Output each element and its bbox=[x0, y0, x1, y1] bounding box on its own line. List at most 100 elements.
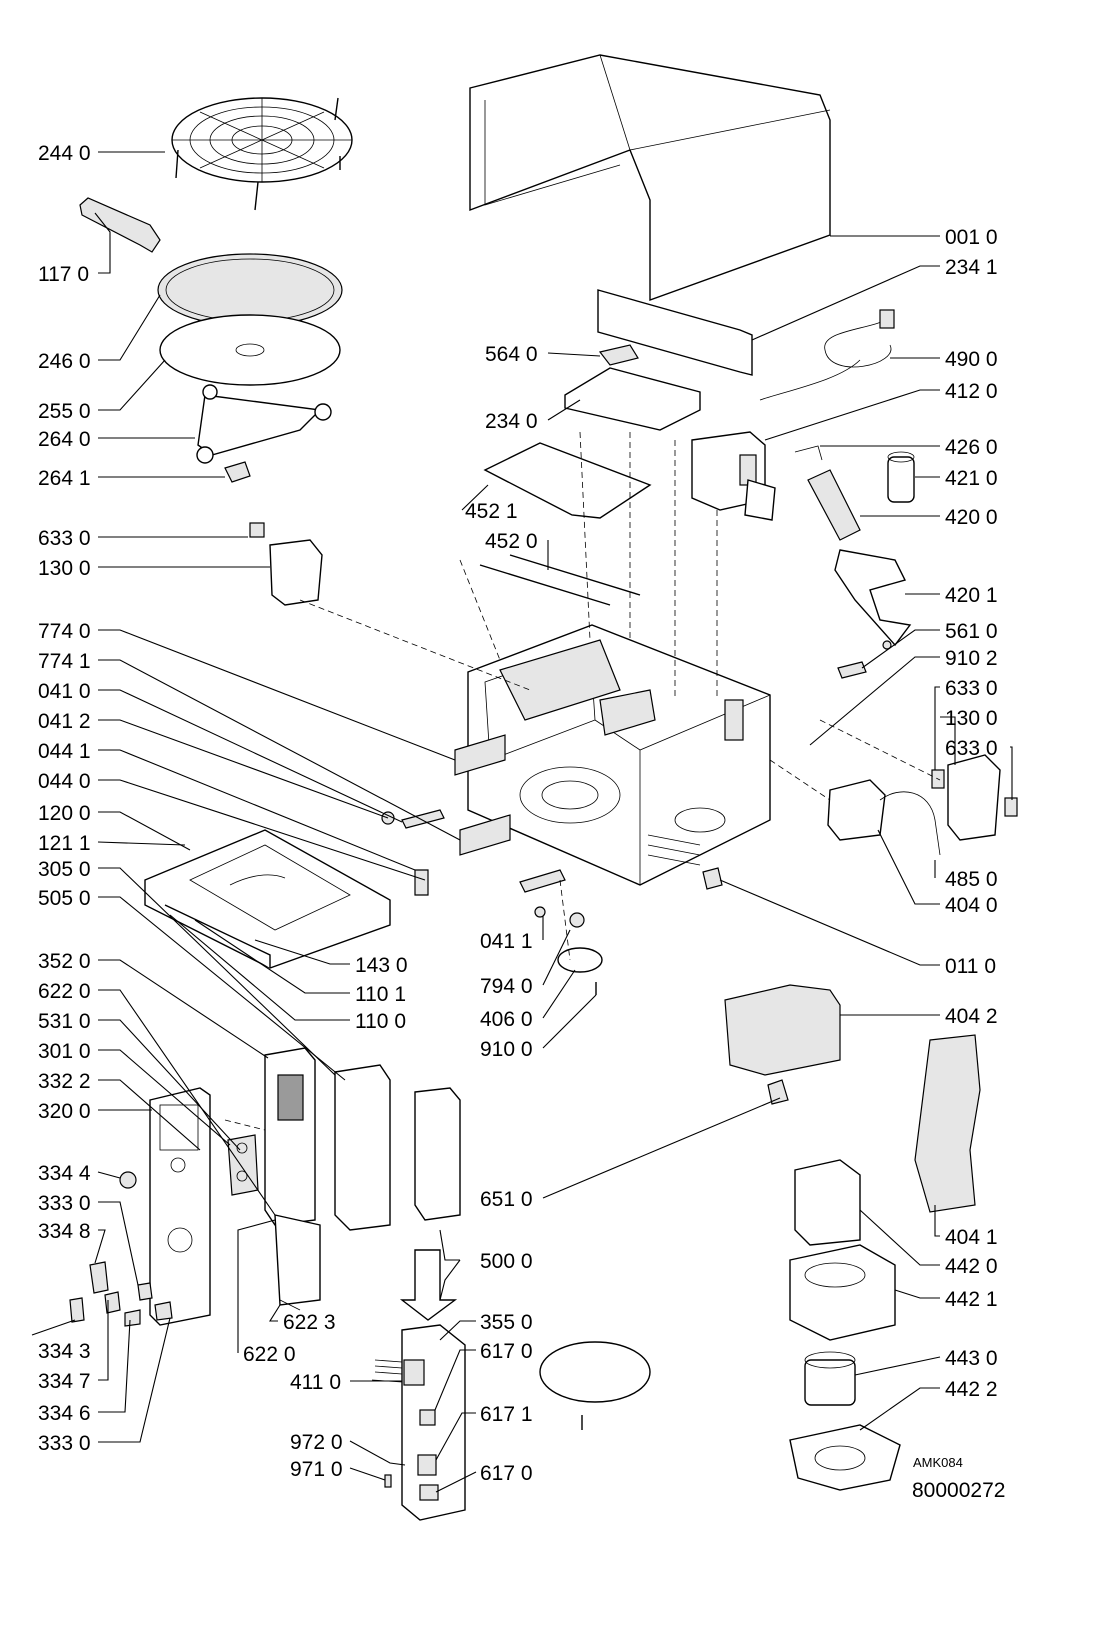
part-label: 485 0 bbox=[945, 868, 998, 891]
part-label: 421 0 bbox=[945, 467, 998, 490]
drawing-number: 80000272 bbox=[912, 1479, 1005, 1502]
clip-561-drawing bbox=[837, 661, 867, 679]
part-label: 910 2 bbox=[945, 647, 998, 670]
hv-diode-drawing bbox=[807, 469, 861, 541]
part-label: 617 0 bbox=[480, 1340, 533, 1363]
turntable-motor-drawing bbox=[557, 947, 603, 973]
thermostat-drawing bbox=[827, 779, 941, 856]
part-label: 355 0 bbox=[480, 1311, 533, 1334]
part-label: 452 0 bbox=[485, 530, 538, 553]
foot-drawing bbox=[702, 867, 723, 890]
part-label: 651 0 bbox=[480, 1188, 533, 1211]
part-label: 971 0 bbox=[290, 1458, 343, 1481]
part-label: 234 0 bbox=[485, 410, 538, 433]
part-label: 622 3 bbox=[283, 1311, 336, 1334]
part-label: 121 1 bbox=[38, 832, 91, 855]
part-label: 531 0 bbox=[38, 1010, 91, 1033]
part-label: 044 1 bbox=[38, 740, 91, 763]
part-label: 041 0 bbox=[38, 680, 91, 703]
part-label: 143 0 bbox=[355, 954, 408, 977]
capacitor-bracket-drawing bbox=[834, 549, 912, 647]
part-label: 910 0 bbox=[480, 1038, 533, 1061]
part-label: 452 1 bbox=[465, 500, 518, 523]
clip-564-drawing bbox=[598, 344, 639, 366]
part-label: 622 0 bbox=[38, 980, 91, 1003]
panel-frame-drawing bbox=[334, 1064, 391, 1231]
part-label: 442 2 bbox=[945, 1378, 998, 1401]
part-label: 411 0 bbox=[290, 1371, 341, 1394]
turntable-plate-drawing bbox=[159, 314, 341, 386]
part-label: 044 0 bbox=[38, 770, 91, 793]
dish-handle-drawing bbox=[79, 197, 161, 253]
keypad-drawing bbox=[227, 1134, 259, 1196]
thermal-fuse-drawing bbox=[794, 445, 823, 461]
part-label: 334 4 bbox=[38, 1162, 91, 1185]
part-label: 505 0 bbox=[38, 887, 91, 910]
part-label: 774 0 bbox=[38, 620, 91, 643]
part-label: 041 1 bbox=[480, 930, 533, 953]
part-label: 442 0 bbox=[945, 1255, 998, 1278]
part-label: 120 0 bbox=[38, 802, 91, 825]
part-label: 255 0 bbox=[38, 400, 91, 423]
part-label: 305 0 bbox=[38, 858, 91, 881]
grill-elements-drawing bbox=[479, 554, 641, 606]
part-label: 404 2 bbox=[945, 1005, 998, 1028]
part-label: 972 0 bbox=[290, 1431, 343, 1454]
part-label: 352 0 bbox=[38, 950, 91, 973]
knob-334-4-drawing bbox=[119, 1171, 137, 1189]
part-label: 406 0 bbox=[480, 1008, 533, 1031]
capacitor-drawing bbox=[887, 451, 915, 503]
screw-041-1-drawing bbox=[534, 906, 546, 918]
part-label: 617 0 bbox=[480, 1462, 533, 1485]
part-label: 420 0 bbox=[945, 506, 998, 529]
part-label: 622 0 bbox=[243, 1343, 296, 1366]
assembly-arrow-drawing bbox=[399, 1249, 458, 1321]
drive-coupler-drawing bbox=[224, 461, 251, 483]
door-switch-left-drawing bbox=[249, 522, 323, 606]
drawing-code: AMK084 bbox=[913, 1455, 963, 1470]
part-label: 426 0 bbox=[945, 436, 998, 459]
part-label: 404 0 bbox=[945, 894, 998, 917]
part-label: 130 0 bbox=[38, 557, 91, 580]
assembly-guides bbox=[224, 431, 941, 1131]
part-label: 117 0 bbox=[38, 263, 89, 286]
part-label: 334 3 bbox=[38, 1340, 91, 1363]
bottom-cover-drawing bbox=[539, 1341, 651, 1403]
fan-base-drawing bbox=[789, 1424, 901, 1491]
main-board-drawing bbox=[414, 1087, 461, 1221]
part-label: 617 1 bbox=[480, 1403, 533, 1426]
air-duct-drawing bbox=[724, 984, 841, 1076]
part-label: 041 2 bbox=[38, 710, 91, 733]
bracket-041-1-drawing bbox=[519, 869, 566, 893]
button-333-0-drawing bbox=[137, 1282, 153, 1301]
part-label: 301 0 bbox=[38, 1040, 91, 1063]
waveguide-cover-drawing bbox=[564, 367, 701, 431]
fan-housing-drawing bbox=[789, 1244, 896, 1341]
door-lever-drawing bbox=[401, 809, 445, 829]
outer-cabinet-drawing bbox=[469, 54, 831, 301]
part-label: 246 0 bbox=[38, 350, 91, 373]
latch-044-drawing bbox=[414, 869, 429, 896]
control-panel-drawing bbox=[149, 1087, 211, 1326]
part-labels: 244 0 117 0 246 0 255 0 264 0 264 1 633 … bbox=[38, 142, 998, 1485]
power-board-drawing bbox=[371, 1324, 466, 1521]
part-label: 420 1 bbox=[945, 584, 998, 607]
fan-wheel-drawing bbox=[804, 1351, 856, 1406]
part-label: 130 0 bbox=[945, 707, 998, 730]
transformer-drawing bbox=[691, 431, 776, 521]
door-switch-right-drawing bbox=[931, 754, 1018, 841]
part-label: 244 0 bbox=[38, 142, 91, 165]
fuse-971-drawing bbox=[384, 1474, 392, 1488]
part-label: 334 8 bbox=[38, 1220, 91, 1243]
part-label: 001 0 bbox=[945, 226, 998, 249]
part-label: 334 7 bbox=[38, 1370, 91, 1393]
part-label: 333 0 bbox=[38, 1192, 91, 1215]
oven-cavity-drawing bbox=[467, 624, 771, 886]
part-label: 110 1 bbox=[355, 983, 406, 1006]
part-label: 320 0 bbox=[38, 1100, 91, 1123]
part-label: 561 0 bbox=[945, 620, 998, 643]
hinge-upper-drawing bbox=[454, 734, 506, 776]
upper-bracket-drawing bbox=[597, 289, 753, 376]
roller-support-drawing bbox=[196, 384, 332, 464]
